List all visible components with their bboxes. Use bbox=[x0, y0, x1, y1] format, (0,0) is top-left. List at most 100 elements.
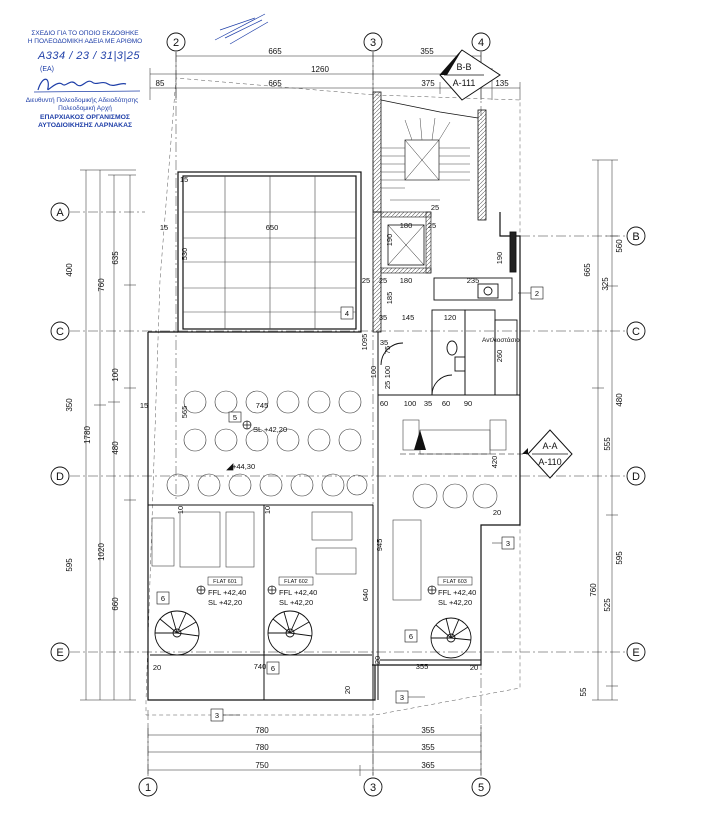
dim-interior: 100 bbox=[369, 366, 378, 379]
dim-interior: 90 bbox=[464, 399, 472, 408]
stamp-line-4: Πολεοδομική Αρχή bbox=[58, 105, 112, 112]
svg-text:SL +42,20: SL +42,20 bbox=[279, 598, 313, 607]
permit-stamp: ΣΧΕΔΙΟ ΓΙΑ ΤΟ ΟΠΟΙΟ ΕΚΔΟΘΗΚΕ Η ΠΟΛΕΟΔΟΜΙ… bbox=[0, 0, 170, 150]
flat-label-602: FLAT 602 FFL +42,40 SL +42,20 bbox=[278, 576, 317, 607]
interior-dimensions: 650 530 565 745 15 15 15 1095 190 180 25… bbox=[140, 175, 504, 694]
dim-interior: 10 bbox=[263, 506, 272, 514]
dim-interior: 20 bbox=[343, 686, 352, 694]
dim-top: 665 bbox=[268, 79, 282, 88]
dim-right: 555 bbox=[603, 437, 612, 451]
dim-top: 85 bbox=[156, 79, 165, 88]
dim-top: 355 bbox=[420, 47, 434, 56]
dim-left: 100 bbox=[111, 368, 120, 382]
dim-interior: 120 bbox=[444, 313, 457, 322]
outer-walls bbox=[147, 171, 521, 701]
dim-interior: 20 bbox=[153, 663, 161, 672]
dim-right: 325 bbox=[601, 277, 610, 291]
svg-text:FLAT 602: FLAT 602 bbox=[284, 579, 308, 585]
callout-number: 5 bbox=[233, 413, 237, 422]
dim-top: 135 bbox=[495, 79, 509, 88]
grid-label-right: C bbox=[632, 326, 640, 338]
dim-interior: 945 bbox=[375, 539, 384, 552]
dim-right: 760 bbox=[589, 583, 598, 597]
dim-interior: 420 bbox=[490, 456, 499, 469]
dim-right: 55 bbox=[579, 687, 588, 696]
dim-interior: 185 bbox=[385, 292, 394, 305]
dim-interior: 180 bbox=[400, 276, 413, 285]
grid-label-left: A bbox=[56, 207, 64, 219]
dim-interior: 25 bbox=[383, 381, 392, 389]
dim-interior: 740 bbox=[254, 662, 267, 671]
dim-left: 635 bbox=[111, 251, 120, 265]
dim-right: 595 bbox=[615, 551, 624, 565]
dim-interior: 15 bbox=[140, 401, 148, 410]
dim-interior: 25 bbox=[362, 276, 370, 285]
stair-core bbox=[372, 91, 487, 333]
svg-text:SL +42,20: SL +42,20 bbox=[438, 598, 472, 607]
grid-label-right: D bbox=[632, 471, 640, 483]
grid-label-bottom: 5 bbox=[478, 782, 484, 794]
dim-right: 560 bbox=[615, 239, 624, 253]
callout-number: 6 bbox=[161, 594, 165, 603]
dim-interior: 20 bbox=[470, 663, 478, 672]
room-label: Αντλιοστάσιο bbox=[482, 336, 520, 344]
grid-label-left: D bbox=[56, 471, 64, 483]
dim-interior: 260 bbox=[495, 350, 504, 363]
spiral-stair-icon bbox=[154, 610, 200, 656]
dim-bottom: 355 bbox=[421, 726, 435, 735]
dim-interior: 25 bbox=[431, 203, 439, 212]
dim-left: 400 bbox=[65, 263, 74, 277]
dim-bottom: 780 bbox=[255, 743, 269, 752]
dim-bottom: 750 bbox=[255, 761, 269, 770]
grid-label-right: B bbox=[632, 231, 639, 243]
dim-interior: 640 bbox=[361, 589, 370, 602]
stamp-permit-number: Α334 / 23 / 31|3|25 bbox=[37, 50, 141, 62]
dim-interior: 190 bbox=[495, 252, 504, 265]
level-text: +44,30 bbox=[232, 462, 255, 471]
callout-number: 3 bbox=[400, 693, 404, 702]
grid-bubbles bbox=[50, 32, 646, 797]
dim-interior: 60 bbox=[442, 399, 450, 408]
right-dimension-lines bbox=[592, 159, 618, 701]
dim-interior: 355 bbox=[416, 662, 429, 671]
callout-number: 4 bbox=[345, 309, 349, 318]
section-sheet: A-110 bbox=[538, 457, 561, 467]
spiral-stair-icon bbox=[267, 610, 313, 656]
grid-lines bbox=[70, 52, 625, 775]
dim-interior: 235 bbox=[467, 276, 480, 285]
pergola-grid bbox=[183, 176, 356, 329]
dim-left: 760 bbox=[97, 278, 106, 292]
dim-bottom: 780 bbox=[255, 726, 269, 735]
grid-label-right: E bbox=[632, 647, 639, 659]
dim-left: 1020 bbox=[97, 543, 106, 561]
signature-icon bbox=[33, 78, 141, 93]
grid-label-bottom: 1 bbox=[145, 782, 151, 794]
flat-walls bbox=[148, 332, 520, 700]
level-text: SL +42,20 bbox=[253, 425, 287, 434]
dim-interior: 100 bbox=[404, 399, 417, 408]
svg-text:FFL +42,40: FFL +42,40 bbox=[438, 588, 476, 597]
dim-bottom: 365 bbox=[421, 761, 435, 770]
dim-interior: 75 bbox=[383, 346, 392, 354]
section-sheet: A-111 bbox=[453, 78, 476, 88]
dim-interior: 530 bbox=[180, 248, 189, 261]
dim-left: 1780 bbox=[83, 426, 92, 444]
scribble-mark bbox=[214, 13, 269, 45]
grid-label-top: 4 bbox=[478, 37, 484, 49]
dim-right: 665 bbox=[583, 263, 592, 277]
dim-interior: 100 bbox=[383, 366, 392, 379]
dim-left: 480 bbox=[111, 441, 120, 455]
flat-label-601: FLAT 601 FFL +42,40 SL +42,20 bbox=[207, 576, 246, 607]
grid-label-top: 3 bbox=[370, 37, 376, 49]
dim-bottom: 355 bbox=[421, 743, 435, 752]
section-marker-aa: A-A A-110 bbox=[400, 429, 573, 479]
svg-text:SL +42,20: SL +42,20 bbox=[208, 598, 242, 607]
flat-label-603: FLAT 603 FFL +42,40 SL +42,20 bbox=[437, 576, 476, 607]
section-marker-bb: B-B A-111 bbox=[439, 49, 501, 101]
svg-text:FFL +42,40: FFL +42,40 bbox=[279, 588, 317, 597]
section-label: A-A bbox=[542, 441, 557, 451]
dim-interior: 10 bbox=[176, 506, 185, 514]
callout-number: 3 bbox=[215, 711, 219, 720]
svg-text:FLAT 603: FLAT 603 bbox=[443, 579, 467, 585]
dim-interior: 20 bbox=[493, 508, 501, 517]
